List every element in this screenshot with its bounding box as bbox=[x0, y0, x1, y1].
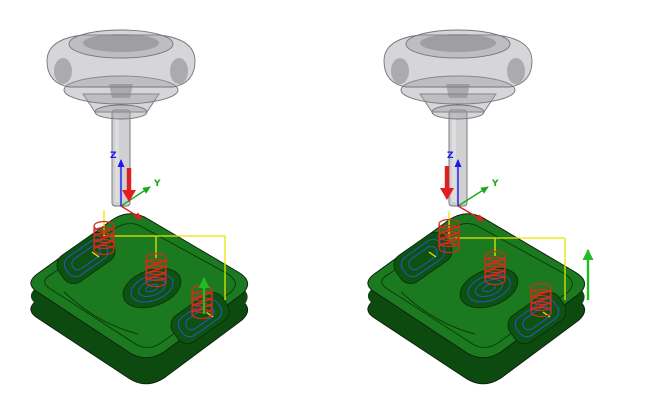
view-right[interactable]: Z Y bbox=[368, 29, 594, 384]
x-axis-right bbox=[457, 205, 485, 222]
y-axis-label-right: Y bbox=[491, 179, 499, 189]
machined-part-right bbox=[368, 214, 585, 384]
rapid-moves-left bbox=[103, 210, 226, 300]
z-axis-label-left: Z bbox=[110, 151, 117, 161]
machined-part-left bbox=[31, 214, 248, 384]
axes-triad-left: Z Y bbox=[110, 151, 161, 220]
view-left[interactable]: Z Y bbox=[31, 29, 248, 384]
z-axis-label-right: Z bbox=[447, 151, 454, 161]
y-axis-left bbox=[120, 186, 151, 207]
y-axis-right bbox=[457, 186, 489, 207]
axes-triad-right: Z Y bbox=[447, 151, 499, 222]
tool-direction-arrow-left bbox=[122, 168, 136, 202]
y-axis-label-left: Y bbox=[153, 179, 161, 189]
x-axis-left bbox=[120, 205, 143, 220]
tool-direction-arrow-right bbox=[440, 166, 454, 200]
